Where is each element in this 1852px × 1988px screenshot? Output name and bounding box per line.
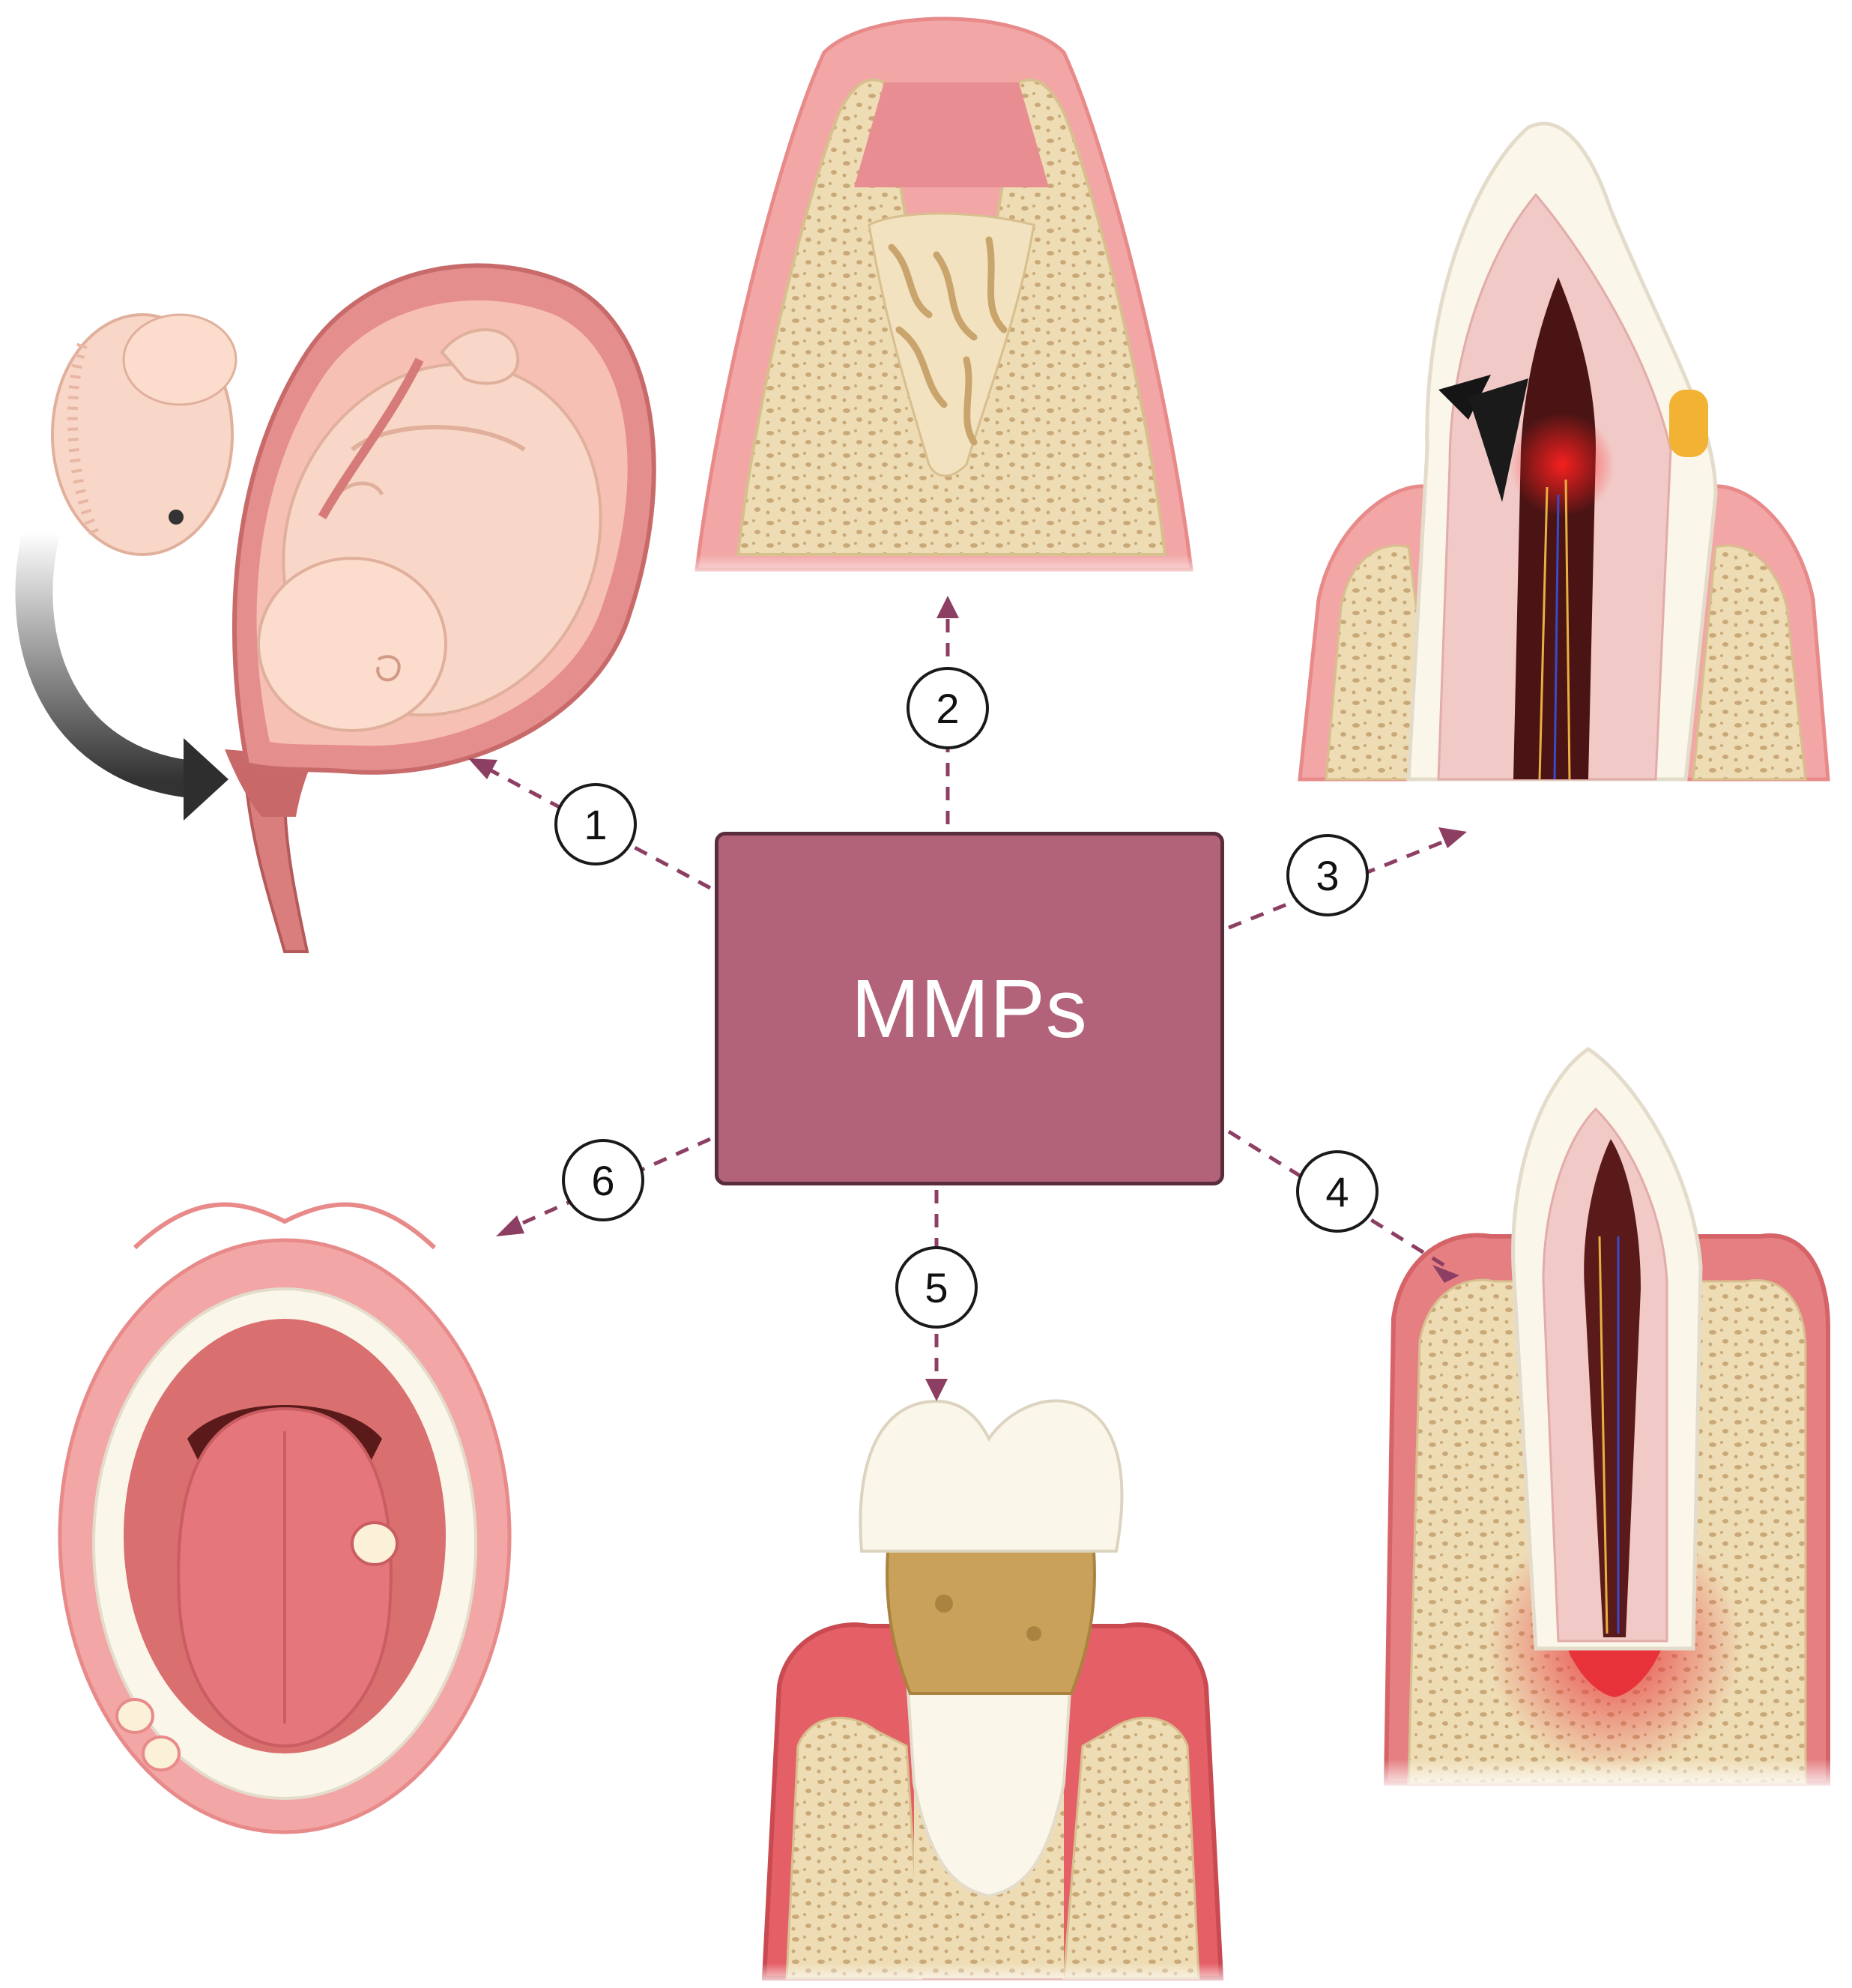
mmps-center-box: MMPs xyxy=(715,832,1224,1185)
oral-mucosa-ulcer-illustration xyxy=(58,1202,512,1834)
arrow-head-5 xyxy=(925,1379,948,1401)
arrow-heads xyxy=(468,596,1467,1401)
arrow-head-6 xyxy=(496,1215,524,1236)
number-circle-3: 3 xyxy=(1286,834,1369,916)
arrow-head-1 xyxy=(468,758,497,779)
number-circle-5: 5 xyxy=(895,1246,978,1329)
arrow-head-3 xyxy=(1438,827,1467,848)
number-circle-4: 4 xyxy=(1296,1150,1379,1233)
tooth-caries-pulpitis-illustration xyxy=(1298,121,1830,782)
number-circle-2: 2 xyxy=(907,667,989,749)
arrow-head-2 xyxy=(936,596,959,618)
number-circle-6: 6 xyxy=(562,1139,644,1221)
periapical-lesion-illustration xyxy=(1379,1046,1836,1791)
arrow-6 xyxy=(508,1137,712,1231)
number-circle-1: 1 xyxy=(554,783,637,865)
alveolar-bone-defect-illustration xyxy=(689,16,1199,584)
mmps-label: MMPs xyxy=(851,962,1088,1055)
pregnancy-uterus-illustration xyxy=(15,263,656,953)
arrow-head-4 xyxy=(1432,1265,1459,1283)
periodontitis-calculus-illustration xyxy=(757,1399,1229,1988)
